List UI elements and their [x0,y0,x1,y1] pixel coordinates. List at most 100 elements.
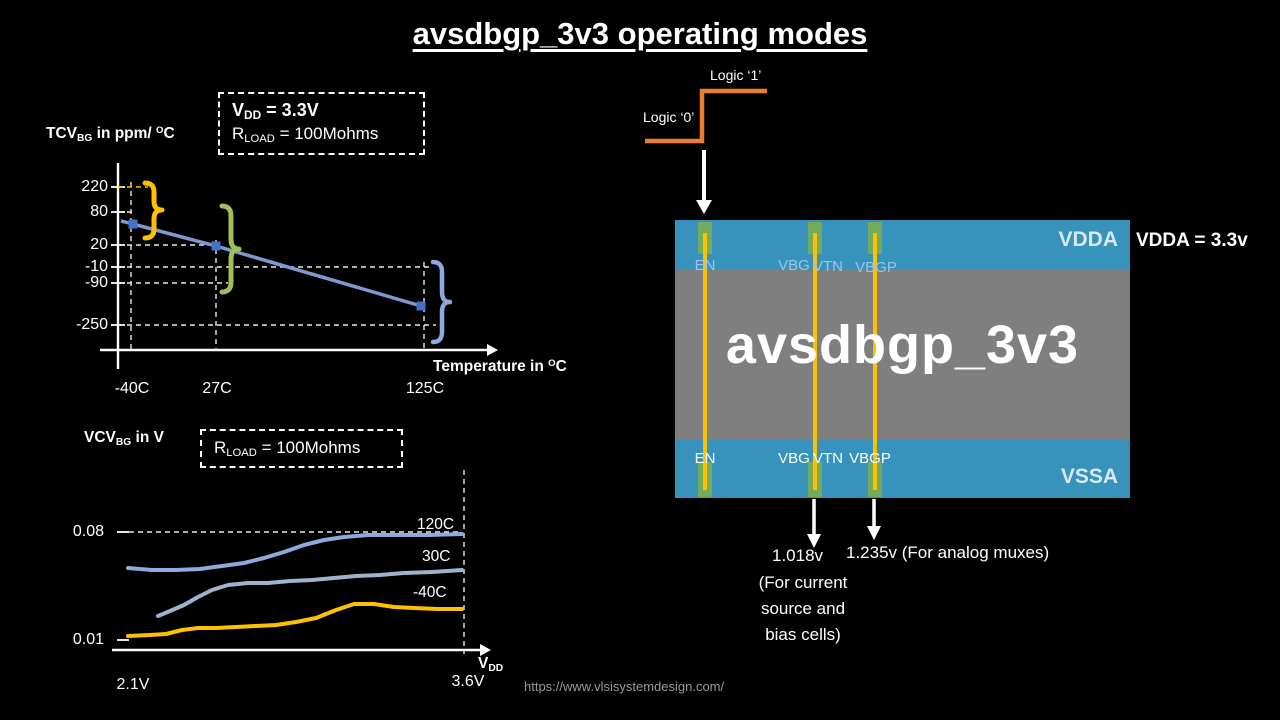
vdda-label: VDDA [1058,228,1118,251]
pin-label-en-top: EN [694,257,716,274]
tcv-xlabel-post: C [555,358,567,375]
tcv-ylabel-sup: O [156,125,164,137]
pin-label-vbgp-top: VBGP [855,259,897,276]
tcv-ytick-minus250: -250 [75,316,108,333]
rload-condition: RLOAD = 100Mohms [232,124,411,146]
vbg-output-value: 1.018v [772,546,824,565]
vcv-series [126,532,464,638]
curve-label-30c: 30C [422,548,451,565]
vdda-rail [675,220,1130,270]
vcv-rload-sub: LOAD [226,447,257,460]
pin-label-vtn-top: VTN [813,258,843,275]
pin-label-vtn-bottom: VTN [813,450,843,467]
tcv-marker-125 [416,301,426,311]
tcv-data-line [120,219,422,308]
vdd-symbol: V [232,100,245,120]
rload-value: = 100Mohms [274,124,379,143]
vssa-rail [675,440,1130,498]
vcv-ytick-001: 0.01 [72,631,104,648]
vcv-rload-condition: RLOAD = 100Mohms [214,438,389,460]
brace-minus40-icon [142,180,165,241]
vbg-output-desc-line1: (For current [758,573,848,592]
rload-sub: LOAD [244,133,275,146]
vdd-condition: VDD = 3.3V [232,100,411,123]
vcv-ylabel-post: in V [131,429,164,446]
logic-high-label: Logic ‘1’ [710,67,762,83]
tcv-ytick-20: 20 [90,236,108,253]
vcv-xtick-21: 2.1V [116,676,150,693]
vcv-xlabel-sub: DD [488,662,504,674]
curve-30c [156,568,464,618]
enable-arrow-icon [696,150,712,214]
tcv-marker-minus40 [128,219,138,229]
tcv-ylabel-pre: TCV [46,125,77,142]
tcv-xtick-minus40: -40C [114,380,150,397]
pin-label-vbg-bottom: VBG [778,450,810,467]
tcv-ytick-minus90: -90 [84,274,108,291]
tcv-ytick-220: 220 [81,178,108,195]
tcv-marker-27 [211,241,221,251]
brace-27-icon [219,203,242,295]
tcv-conditions-box: VDD = 3.3V RLOAD = 100Mohms [218,92,425,155]
vcv-y-axis-title: VCVBG in V [84,429,164,448]
vbg-output-desc-line3: bias cells) [765,625,841,644]
pin-label-en-bottom: EN [694,450,716,467]
output-arrows [807,499,881,548]
tcv-guides [118,182,436,350]
vcv-xtick-36: 3.6V [451,673,485,690]
vcv-axes [112,531,491,656]
tcv-x-axis-arrow-icon [487,344,498,356]
tcv-xlabel-pre: Temperature in [433,358,549,375]
vbgp-output-note: 1.235v (For analog muxes) [846,543,1050,562]
vcv-x-axis-title: VDD [478,655,504,674]
curve-minus40c [126,602,464,638]
vcv-ylabel-pre: VCV [84,429,116,446]
footer-link[interactable]: https://www.vlsisystemdesign.com/ [524,679,725,694]
curve-label-120c: 120C [417,516,455,533]
vssa-label: VSSA [1060,465,1118,488]
tcv-ytick-80: 80 [90,203,108,220]
logic-waveform-icon [645,88,767,144]
tcv-xtick-27: 27C [202,380,232,397]
tcv-xlabel-sup: O [548,358,556,370]
curve-label-minus40c: -40C [413,584,447,601]
vdd-value: = 3.3V [261,100,319,120]
page-title: avsdbgp_3v3 operating modes [412,16,868,51]
vbg-output-desc: (For current source and bias cells) [738,570,868,648]
tcv-x-axis-title: Temperature in OC [433,358,567,376]
tcv-ytick-minus10: -10 [84,258,108,275]
tcv-range-braces [142,180,453,345]
vcv-xlabel-pre: V [478,655,489,672]
vcv-guides [129,470,465,654]
curve-120c [126,532,464,572]
vcv-ytick-008: 0.08 [72,523,104,540]
tcv-series [120,219,426,311]
brace-125-icon [430,259,453,345]
tcv-xtick-125: 125C [405,380,445,397]
vcv-x-axis-arrow-icon [480,644,491,656]
pin-label-vbg-top: VBG [778,257,810,274]
vcv-rload-symbol: R [214,438,227,457]
logic-low-label: Logic ‘0’ [643,109,695,125]
ip-core [675,270,1130,440]
vbg-output-arrow-icon [807,534,821,548]
tcv-ylabel-mid: in ppm/ [92,125,157,142]
pin-routes [703,233,877,490]
vcv-ylabel-sub: BG [115,436,132,448]
vcv-rload-value: = 100Mohms [256,438,361,457]
rload-symbol: R [232,124,245,143]
vdd-sub: DD [244,108,262,123]
vcv-conditions-box: RLOAD = 100Mohms [200,429,403,468]
ip-name: avsdbgp_3v3 [725,315,1080,375]
vbgp-output-arrow-icon [867,526,881,540]
vbg-output-desc-line2: source and [760,599,846,618]
pin-label-vbgp-bottom: VBGP [849,450,891,467]
tcv-ylabel-sub: BG [77,132,93,144]
vdda-voltage-note: VDDA = 3.3v [1136,230,1248,251]
